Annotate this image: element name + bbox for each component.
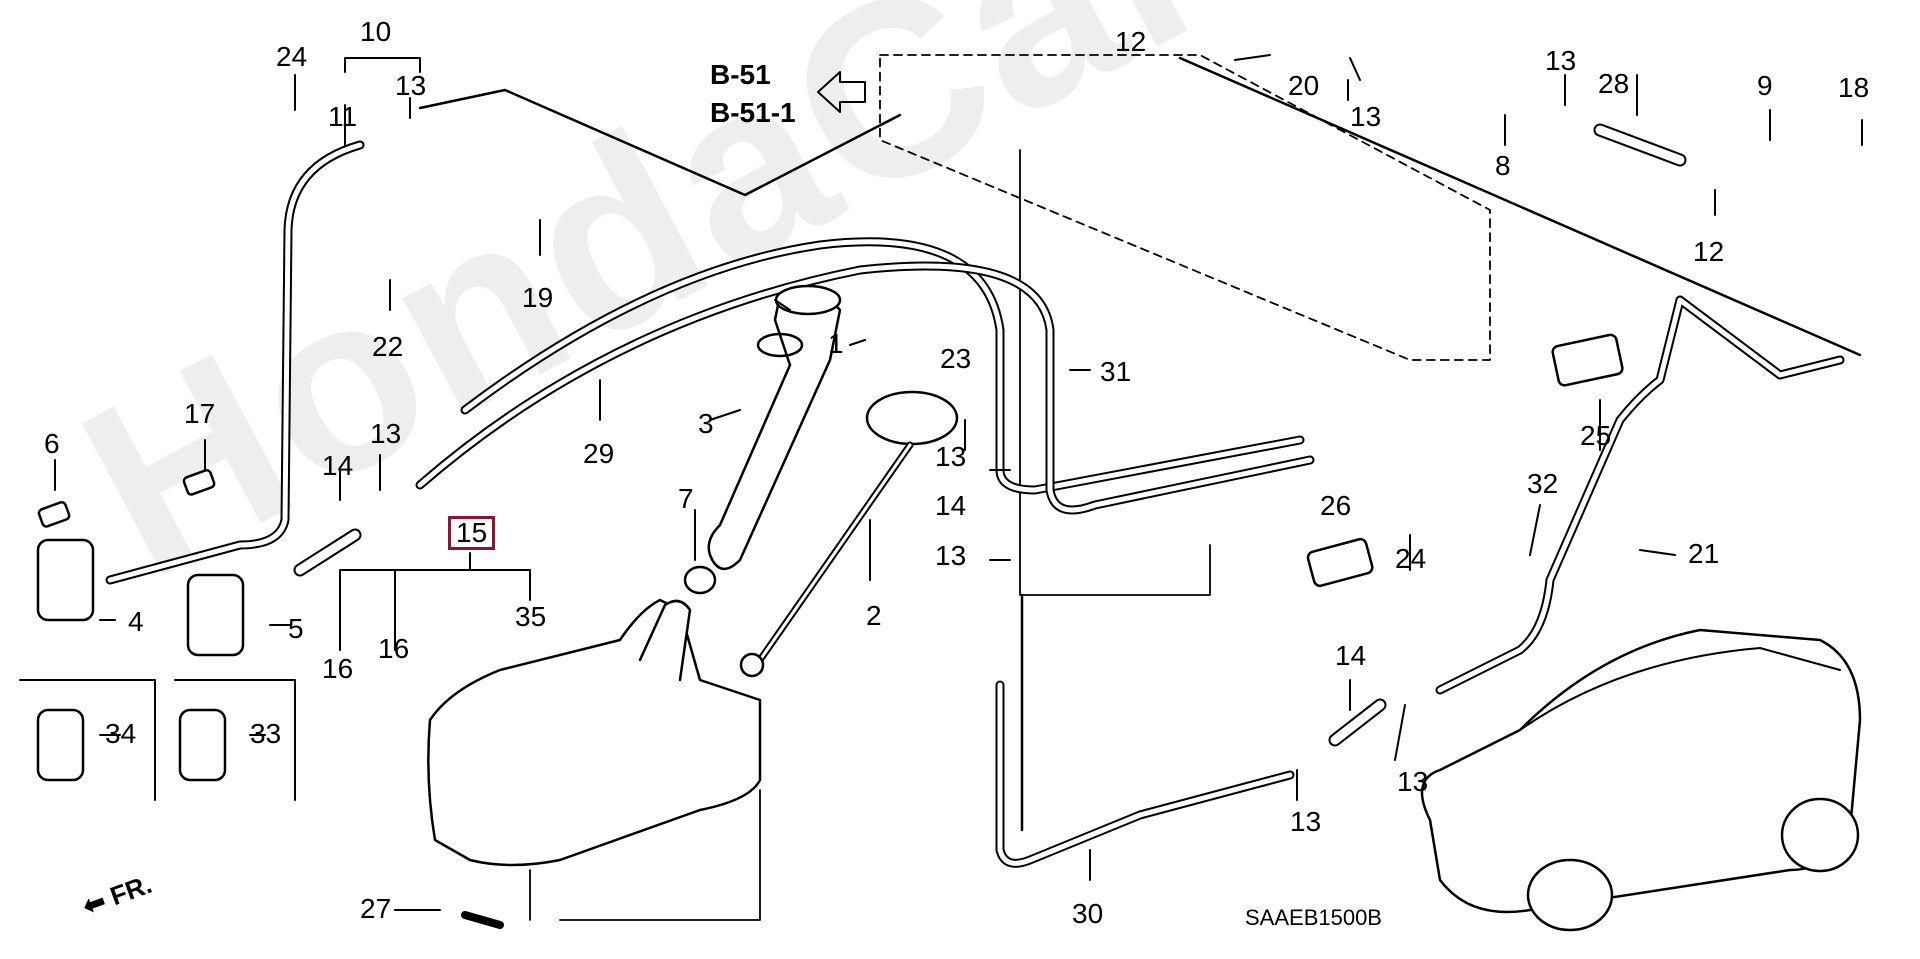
cap-17 [182, 468, 216, 496]
filler-neck-mouth [774, 284, 842, 316]
part-label-35[interactable]: 35 [515, 601, 547, 632]
seal-7 [683, 565, 717, 595]
motor-group-bracket-left [19, 679, 156, 801]
part-label-19[interactable]: 19 [522, 282, 554, 313]
motor-group-bracket-right [174, 679, 296, 801]
part-label-1[interactable]: 1 [828, 328, 844, 359]
cap-2 [865, 390, 959, 446]
part-label-13[interactable]: 13 [935, 441, 967, 472]
part-label-28: 28 [1598, 68, 1630, 99]
part-label-10[interactable]: 10 [360, 16, 392, 47]
diagram-code: SAAEB1500B [1245, 905, 1382, 930]
part-label-3[interactable]: 3 [698, 408, 714, 439]
hose-14c-inner [1330, 700, 1385, 745]
part-label-16[interactable]: 16 [322, 653, 354, 684]
part-label-16[interactable]: 16 [378, 633, 410, 664]
hose-line-a [418, 88, 902, 197]
tank-bracket [529, 789, 761, 921]
tube-30-inner [997, 682, 1293, 866]
part-label-14[interactable]: 14 [935, 490, 967, 521]
part-label-4[interactable]: 4 [128, 606, 144, 637]
part-label-14[interactable]: 14 [1335, 640, 1367, 671]
part-label-23[interactable]: 23 [940, 343, 972, 374]
part-label-20[interactable]: 20 [1288, 70, 1320, 101]
vehicle-roof [1519, 647, 1841, 731]
pad-25 [1551, 333, 1624, 387]
gauge-float [739, 652, 765, 678]
hose-line-b [1178, 56, 1862, 357]
tube-30 [995, 680, 1295, 868]
reference-arrow-icon [817, 71, 866, 113]
vehicle-outline [1420, 628, 1862, 914]
part-label-13[interactable]: 13 [1545, 45, 1577, 76]
part-label-11[interactable]: 11 [328, 101, 358, 132]
tube-32 [1435, 295, 1845, 695]
part-label-24[interactable]: 24 [276, 41, 308, 72]
part-label-9[interactable]: 9 [1757, 70, 1773, 101]
washer-tank [427, 598, 762, 867]
part-label-13[interactable]: 13 [395, 70, 427, 101]
bolt-27 [461, 911, 504, 929]
part-label-22[interactable]: 22 [372, 331, 404, 362]
hose-line-c [1019, 149, 1211, 596]
part-label-33[interactable]: 33 [250, 718, 282, 749]
cap-6 [37, 500, 71, 528]
part-label-25[interactable]: 25 [1580, 420, 1612, 451]
part-label-2[interactable]: 2 [866, 600, 882, 631]
part-label-12[interactable]: 12 [1693, 236, 1725, 267]
part-label-15[interactable]: 15 [448, 516, 496, 550]
hose-28-inner [1595, 125, 1685, 165]
part-label-13[interactable]: 13 [1290, 806, 1322, 837]
motor-4 [36, 538, 95, 622]
part-label-5[interactable]: 5 [288, 613, 304, 644]
part-label-13[interactable]: 13 [370, 418, 402, 449]
part-label-8[interactable]: 8 [1495, 150, 1511, 181]
part-label-27[interactable]: 27 [360, 893, 392, 924]
vehicle-wheel-rear [1780, 797, 1860, 873]
tube-29-inner [462, 239, 1303, 493]
reference-page-b51-1[interactable]: B-51-1 [710, 97, 796, 128]
dashed-region [879, 54, 1491, 361]
part-label-30[interactable]: 30 [1072, 898, 1104, 929]
motor-33 [178, 708, 227, 782]
part-label-29[interactable]: 29 [583, 438, 615, 469]
part-label-34[interactable]: 34 [105, 718, 137, 749]
motor-34 [36, 708, 85, 782]
part-15-tree [339, 552, 531, 651]
part-label-6[interactable]: 6 [44, 428, 60, 459]
hose-11 [105, 140, 365, 585]
part-label-12[interactable]: 12 [1115, 26, 1147, 57]
vehicle-wheel-front [1526, 858, 1614, 932]
part-label-7[interactable]: 7 [678, 483, 694, 514]
reference-page-b51[interactable]: B-51 [710, 59, 771, 90]
part-label-24[interactable]: 24 [1395, 543, 1427, 574]
part-label-26[interactable]: 26 [1320, 490, 1352, 521]
part-label-18[interactable]: 18 [1838, 72, 1870, 103]
part-label-13[interactable]: 13 [935, 540, 967, 571]
part-label-31[interactable]: 31 [1100, 356, 1132, 387]
part-label-32[interactable]: 32 [1527, 468, 1559, 499]
part-label-13[interactable]: 13 [1350, 101, 1382, 132]
part-label-14[interactable]: 14 [322, 450, 354, 481]
hose-14a-inner [295, 530, 360, 575]
tube-32-inner [1437, 297, 1843, 693]
pad-26 [1306, 537, 1374, 588]
part-label-17[interactable]: 17 [184, 398, 216, 429]
leader-lines [54, 54, 1863, 911]
level-gauge-inner [758, 443, 912, 662]
part-label-13[interactable]: 13 [1397, 766, 1429, 797]
hose-11-inner [107, 142, 363, 583]
motor-5 [186, 573, 245, 657]
tube-31-inner [417, 263, 1313, 513]
seal-ring-1 [756, 332, 804, 358]
tank-filler [638, 599, 692, 682]
part-label-21[interactable]: 21 [1688, 538, 1720, 569]
